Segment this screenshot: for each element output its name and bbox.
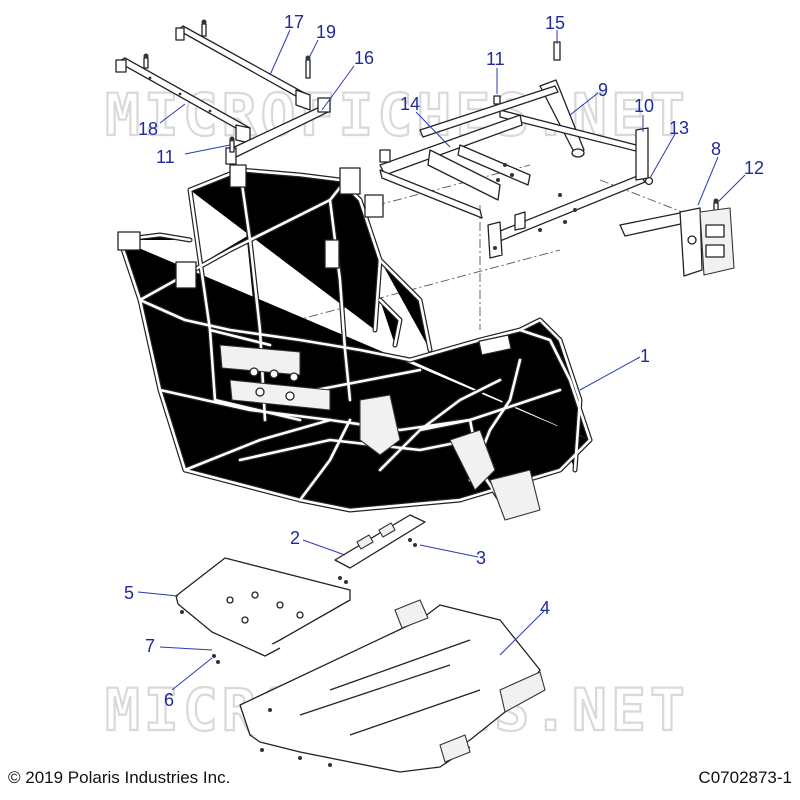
callout-5: 5 bbox=[124, 583, 134, 603]
leader-lines bbox=[137, 29, 746, 691]
part-17-tube bbox=[175, 25, 311, 111]
callout-12: 12 bbox=[744, 158, 764, 178]
part-4-skid-plate bbox=[239, 599, 546, 773]
callout-6: 6 bbox=[164, 690, 174, 710]
part-5-skid-plate bbox=[175, 557, 351, 664]
part-2-plate bbox=[334, 514, 426, 584]
callout-17: 17 bbox=[284, 12, 304, 32]
callout-7: 7 bbox=[145, 636, 155, 656]
callout-19: 19 bbox=[316, 22, 336, 42]
callout-labels: 1 2 3 4 5 6 7 8 9 10 11 11 12 13 14 15 1… bbox=[124, 12, 764, 710]
fasteners-top bbox=[143, 19, 719, 219]
callout-10: 10 bbox=[634, 96, 654, 116]
main-frame bbox=[117, 164, 590, 521]
callout-14: 14 bbox=[400, 94, 420, 114]
callout-9: 9 bbox=[598, 80, 608, 100]
drawing-number: C0702873-1 bbox=[698, 768, 792, 787]
callout-15: 15 bbox=[545, 13, 565, 33]
copyright-notice: © 2019 Polaris Industries Inc. bbox=[8, 768, 231, 787]
part-16-bar bbox=[225, 97, 331, 165]
callout-11-top: 11 bbox=[486, 49, 505, 69]
callout-8: 8 bbox=[711, 139, 721, 159]
part-9-rack bbox=[379, 79, 649, 259]
callout-13: 13 bbox=[669, 118, 689, 138]
callout-2: 2 bbox=[290, 528, 300, 548]
part-18-tube bbox=[115, 57, 251, 144]
callout-11-left: 11 bbox=[156, 147, 175, 167]
callout-1: 1 bbox=[640, 346, 650, 366]
callout-4: 4 bbox=[540, 598, 550, 618]
callout-18: 18 bbox=[138, 119, 158, 139]
part-8-hitch bbox=[619, 207, 735, 277]
callout-3: 3 bbox=[476, 548, 486, 568]
callout-16: 16 bbox=[354, 48, 374, 68]
